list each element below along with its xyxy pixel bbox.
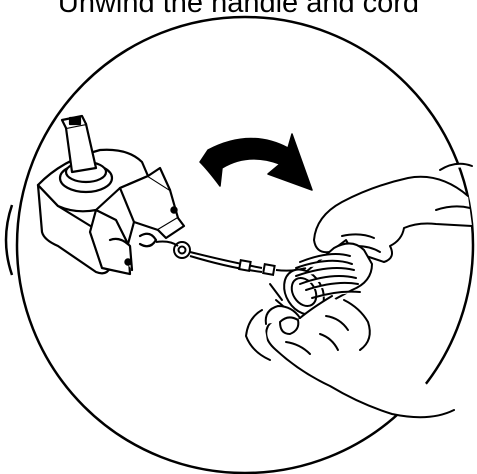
adjacent-circle-edge: [6, 205, 12, 275]
